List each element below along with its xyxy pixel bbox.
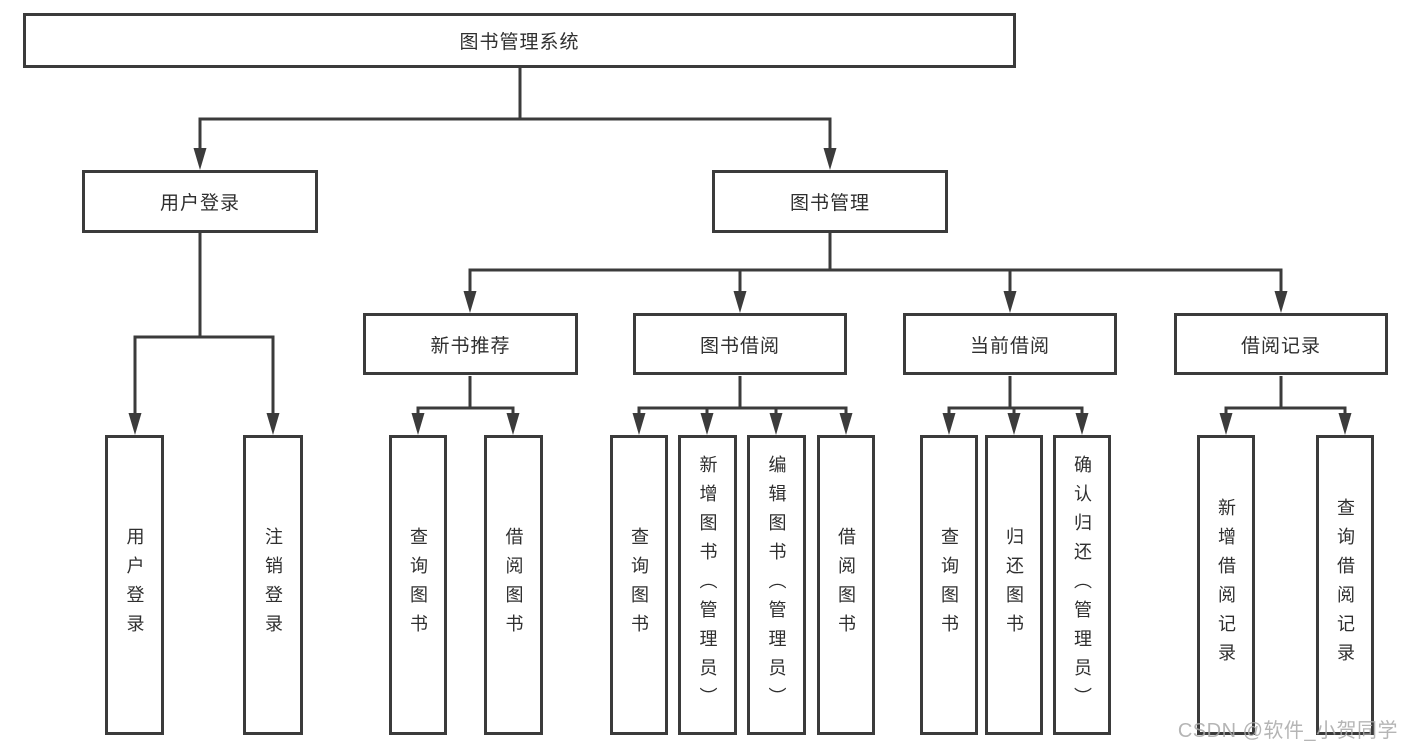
- arrowhead: [506, 413, 520, 435]
- arrowhead: [1338, 413, 1352, 435]
- arrowhead: [733, 291, 747, 313]
- leaf-query-books-1-label: 查询图书: [408, 527, 428, 643]
- connector-book-borrow-split: [637, 376, 848, 415]
- leaf-query-borrow-record-label: 查询借阅记录: [1335, 498, 1355, 672]
- node-root-label: 图书管理系统: [459, 32, 580, 53]
- leaf-confirm-return-admin: 确认归还（管理员）: [1053, 435, 1111, 735]
- connector-book-mgmt-split: [468, 233, 1283, 293]
- leaf-add-borrow-record: 新增借阅记录: [1197, 435, 1255, 735]
- arrowhead: [463, 291, 477, 313]
- leaf-edit-book-admin: 编辑图书（管理员）: [747, 435, 806, 735]
- arrowhead: [823, 148, 837, 170]
- arrowhead: [1075, 413, 1089, 435]
- arrowhead: [128, 413, 142, 435]
- leaf-add-book-admin-label: 新增图书（管理员）: [697, 454, 718, 716]
- arrowhead: [411, 413, 425, 435]
- node-new-book-recommend-label: 新书推荐: [430, 335, 511, 357]
- leaf-query-borrow-record: 查询借阅记录: [1316, 435, 1374, 735]
- leaf-add-book-admin: 新增图书（管理员）: [678, 435, 737, 735]
- leaf-return-book-label: 归还图书: [1004, 527, 1024, 643]
- leaf-query-books-3-label: 查询图书: [939, 527, 959, 643]
- leaf-borrow-books-2: 借阅图书: [817, 435, 875, 735]
- leaf-borrow-books-1: 借阅图书: [484, 435, 543, 735]
- arrowhead: [193, 148, 207, 170]
- connector-root-split: [198, 68, 832, 150]
- leaf-return-book: 归还图书: [985, 435, 1043, 735]
- arrowhead: [942, 413, 956, 435]
- node-user-login-label: 用户登录: [159, 193, 240, 214]
- leaf-borrow-books-2-label: 借阅图书: [836, 527, 856, 643]
- connector-borrow-records-split: [1224, 376, 1347, 415]
- connector-new-book-split: [416, 376, 515, 415]
- node-book-borrow: 图书借阅: [633, 313, 847, 375]
- arrowhead: [839, 413, 853, 435]
- node-book-management: 图书管理: [712, 170, 948, 233]
- leaf-borrow-books-1-label: 借阅图书: [503, 527, 524, 643]
- node-borrow-records-label: 借阅记录: [1240, 335, 1321, 357]
- leaf-edit-book-admin-label: 编辑图书（管理员）: [766, 454, 787, 716]
- arrowhead: [769, 413, 783, 435]
- node-current-borrow: 当前借阅: [903, 313, 1117, 375]
- arrowhead: [1274, 291, 1288, 313]
- leaf-user-login: 用户登录: [105, 435, 164, 735]
- arrowhead: [266, 413, 280, 435]
- node-book-borrow-label: 图书借阅: [699, 335, 780, 357]
- leaf-query-books-3: 查询图书: [920, 435, 978, 735]
- leaf-query-books-2: 查询图书: [610, 435, 668, 735]
- leaf-user-login-label: 用户登录: [124, 527, 145, 643]
- node-book-management-label: 图书管理: [789, 193, 870, 214]
- node-borrow-records: 借阅记录: [1174, 313, 1388, 375]
- node-user-login: 用户登录: [82, 170, 318, 233]
- arrowhead: [1219, 413, 1233, 435]
- leaf-query-books-2-label: 查询图书: [629, 527, 649, 643]
- node-current-borrow-label: 当前借阅: [969, 335, 1050, 357]
- arrowhead: [1007, 413, 1021, 435]
- leaf-logout-label: 注销登录: [263, 527, 283, 643]
- node-new-book-recommend: 新书推荐: [363, 313, 578, 375]
- connector-user-login-split: [133, 233, 275, 415]
- leaf-confirm-return-admin-label: 确认归还（管理员）: [1072, 454, 1092, 716]
- node-root: 图书管理系统: [23, 13, 1016, 68]
- arrowhead: [632, 413, 646, 435]
- arrowhead: [1003, 291, 1017, 313]
- leaf-logout: 注销登录: [243, 435, 303, 735]
- leaf-add-borrow-record-label: 新增借阅记录: [1216, 498, 1236, 672]
- connector-current-borrow-split: [947, 376, 1084, 415]
- csdn-watermark: CSDN @软件_小贺同学: [1177, 720, 1398, 742]
- leaf-query-books-1: 查询图书: [389, 435, 447, 735]
- arrowhead: [700, 413, 714, 435]
